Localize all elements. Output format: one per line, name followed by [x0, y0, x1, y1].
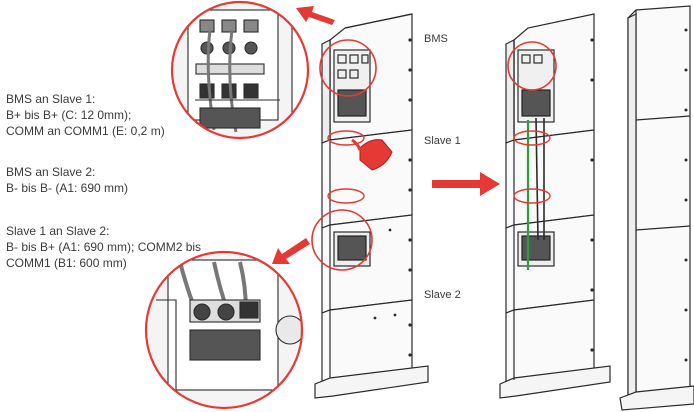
- label-slave1: Slave 1: [424, 135, 461, 147]
- zoom-detail-bottom: [144, 250, 304, 410]
- note-bms-slave2: BMS an Slave 2: B- bis B- (A1: 690 mm): [6, 164, 128, 196]
- note-bms-slave1-line2: COMM an COMM1 (E: 0,2 m): [6, 124, 165, 138]
- cable-connector-icon: [351, 138, 393, 171]
- battery-stack-closed: [619, 5, 694, 411]
- note-slave1-slave2: Slave 1 an Slave 2: B- bis B+ (A1: 690 m…: [6, 223, 201, 271]
- note-slave1-slave2-line2: COMM1 (B1: 600 mm): [6, 256, 127, 270]
- zoom-detail-top: [170, 0, 310, 140]
- note-bms-slave1: BMS an Slave 1: B+ bis B+ (C: 12 0mm); C…: [6, 91, 165, 139]
- battery-stack-initial: [311, 13, 429, 399]
- note-bms-slave1-title: BMS an Slave 1:: [6, 92, 96, 106]
- note-bms-slave2-line1: B- bis B- (A1: 690 mm): [6, 181, 129, 195]
- arrow-next-step-icon: [432, 172, 500, 196]
- note-bms-slave2-title: BMS an Slave 2:: [6, 165, 96, 179]
- arrow-top-icon: [296, 6, 335, 25]
- label-bms: BMS: [424, 33, 448, 45]
- note-bms-slave1-line1: B+ bis B+ (C: 12 0mm);: [6, 108, 132, 122]
- label-slave2: Slave 2: [424, 289, 461, 301]
- battery-stack-wired: [499, 13, 611, 399]
- note-slave1-slave2-line1: B- bis B+ (A1: 690 mm); COMM2 bis: [6, 240, 202, 254]
- note-slave1-slave2-title: Slave 1 an Slave 2:: [6, 224, 110, 238]
- arrow-bottom-icon: [272, 238, 310, 264]
